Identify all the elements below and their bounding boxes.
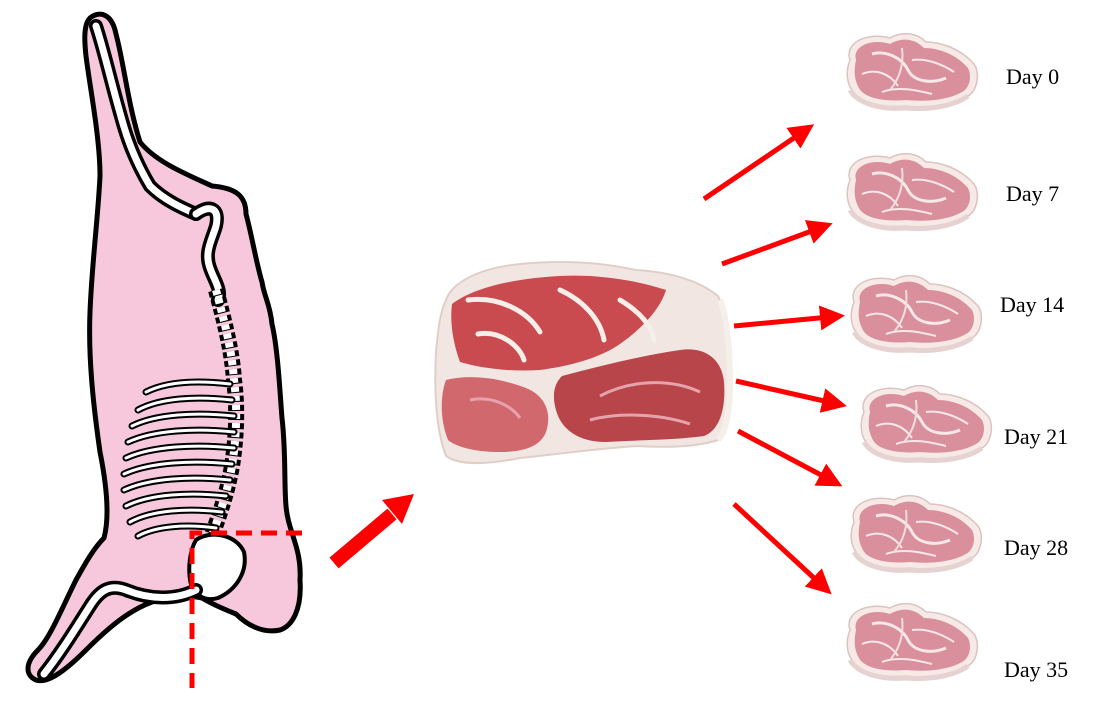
carcass-body [28,14,300,681]
pig-carcass-skeleton-icon [28,14,302,688]
pork-steak-slice-day-21 [861,386,991,461]
arrow-day-7 [722,225,828,264]
pork-steak-slice-day-0 [847,34,977,109]
arrow-day-28 [738,431,838,484]
arrow-day-35 [734,504,828,591]
day-label-21: Day 21 [1004,424,1068,450]
day-label-35: Day 35 [1004,657,1068,683]
pork-steak-slice-day-35 [847,604,977,679]
pork-steak-slice-day-28 [851,496,981,571]
day-label-0: Day 0 [1006,64,1059,90]
arrow-day-21 [736,381,842,405]
pork-steak-slices [847,34,991,679]
arrow-day-14 [734,316,840,326]
pork-shoulder-roast-icon [435,262,730,463]
day-label-28: Day 28 [1004,535,1068,561]
pork-steak-slice-day-14 [851,276,981,351]
day-label-14: Day 14 [1000,292,1064,318]
carcass-to-roast-arrow [334,494,414,563]
pork-steak-slice-day-7 [847,154,977,229]
day-label-7: Day 7 [1006,181,1059,207]
arrow-day-0 [704,127,810,199]
